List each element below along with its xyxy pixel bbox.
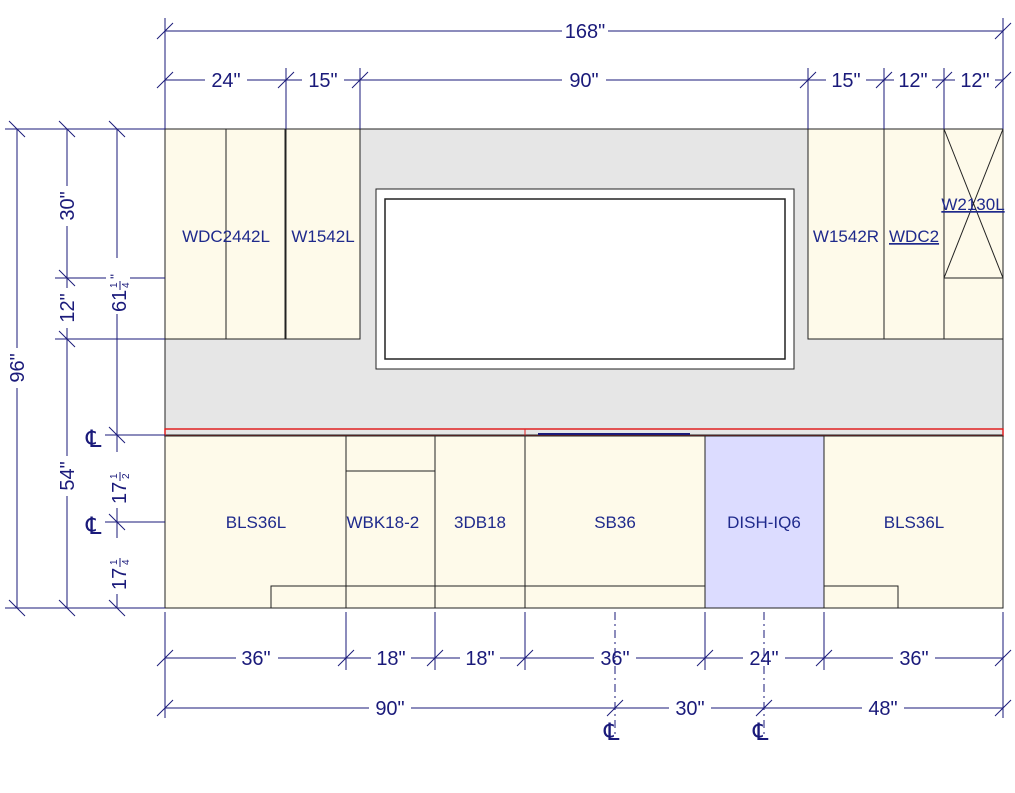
tick-mark [108, 599, 126, 617]
label-base-dish-iq6: DISH-IQ6 [727, 513, 801, 532]
label-bg [369, 698, 411, 720]
fraction-numerator: 1 [109, 282, 120, 288]
label-bg [56, 456, 78, 496]
label-base-3wbk18: 3WBK18-2 [337, 513, 419, 532]
label-base-3db18: 3DB18 [454, 513, 506, 532]
tick-mark [108, 120, 126, 138]
bottom-segment-ext-lines [156, 612, 1012, 718]
dim-top-seg-5: 12" [898, 70, 927, 92]
dim-top-seg-1: 24" [211, 70, 240, 92]
dim-fraction-low: 17 1 4 [109, 558, 132, 590]
label-base-sb36: SB36 [594, 513, 636, 532]
dim-overall-width: 168" [565, 21, 605, 43]
dishwasher [704, 435, 825, 609]
tick-mark [58, 599, 76, 617]
base-cabinet-3wbk18 [345, 435, 436, 609]
tick-mark [8, 120, 26, 138]
label-bg [955, 70, 995, 92]
dim-left-upper: 30" [57, 191, 79, 220]
svg-text:": " [107, 274, 123, 279]
fraction-numerator: 1 [109, 473, 120, 479]
open-shelf-cross [943, 128, 1004, 279]
centerline-symbol-drawer: ℄ [85, 513, 102, 540]
base-cabinet-sb36 [524, 435, 706, 609]
fraction-denominator: 2 [121, 473, 132, 479]
tick-mark [994, 22, 1012, 40]
fraction-whole: 17 [109, 482, 131, 504]
fraction-denominator: 4 [121, 559, 132, 565]
label-bg [826, 70, 866, 92]
dim-fraction-upper: 61 1 4 " [107, 274, 132, 312]
tick-mark [8, 599, 26, 617]
label-bg [862, 698, 904, 720]
dim-top-seg-6: 12" [960, 70, 989, 92]
label-base-bls36l-left: BLS36L [226, 513, 287, 532]
tick-mark [994, 699, 1012, 717]
dim-bottom-seg-3: 18" [465, 648, 494, 670]
label-bg [669, 698, 711, 720]
fraction-numerator: 1 [109, 559, 120, 565]
dim-bottom-total-1: 90" [375, 698, 404, 720]
label-bg [562, 70, 606, 92]
centerline-symbol-dishwasher: ℄ [752, 719, 769, 746]
label-bg [594, 648, 636, 670]
base-cabinet-3db18 [434, 435, 526, 609]
tick-mark [58, 120, 76, 138]
upper-cabinet-wdc2442l [164, 128, 286, 340]
upper-cabinet-w1542l [285, 128, 361, 340]
label-bg [894, 70, 932, 92]
top-segment-ticks [156, 68, 1012, 129]
dim-bottom-total-3: 48" [868, 698, 897, 720]
dim-left-lower: 54" [57, 461, 79, 490]
label-bg [893, 648, 935, 670]
label-bg [743, 648, 785, 670]
dim-bottom-seg-5: 24" [749, 648, 778, 670]
upper-cabinet-w2130l [943, 128, 1004, 340]
label-bg [106, 258, 130, 314]
label-bg [236, 648, 278, 670]
base-cabinet-bls36l-left [164, 435, 347, 609]
label-bg [562, 20, 608, 42]
label-bg [302, 70, 344, 92]
label-upper-w1542l: W1542L [291, 227, 354, 246]
dim-overall-height: 96" [7, 353, 29, 382]
label-upper-wdc2442l: WDC2442L [182, 227, 270, 246]
label-base-bls36l-right: BLS36L [884, 513, 945, 532]
label-bg [6, 348, 28, 388]
toe-kick-left [270, 585, 705, 608]
tick-mark [156, 22, 174, 40]
label-bg [106, 452, 130, 508]
toe-kick-right [824, 585, 899, 608]
label-upper-w1542r: W1542R [813, 227, 879, 246]
dim-top-seg-3: 90" [569, 70, 598, 92]
dim-bottom-seg-6: 36" [899, 648, 928, 670]
label-upper-wdc2: WDC2 [889, 227, 939, 246]
window-glass [384, 198, 786, 360]
tick-mark [156, 699, 174, 717]
dim-left-mid: 12" [57, 293, 79, 322]
fraction-denominator: 4 [121, 282, 132, 288]
label-bg [56, 288, 78, 328]
dim-bottom-total-2: 30" [675, 698, 704, 720]
label-bg [371, 648, 411, 670]
label-upper-w2130l: W2130L [941, 195, 1004, 214]
label-bg [205, 70, 247, 92]
dim-bottom-seg-1: 36" [241, 648, 270, 670]
label-bg [460, 648, 500, 670]
dim-fraction-mid: 17 1 2 [109, 472, 132, 504]
centerline-symbol-sink: ℄ [603, 719, 620, 746]
fraction-whole: 17 [109, 568, 131, 590]
base-cabinet-bls36l-right [823, 435, 1004, 609]
dim-top-seg-4: 15" [831, 70, 860, 92]
dim-bottom-seg-4: 36" [600, 648, 629, 670]
dim-top-seg-2: 15" [308, 70, 337, 92]
dim-bottom-seg-2: 18" [376, 648, 405, 670]
centerline-symbol-countertop: ℄ [85, 426, 102, 453]
fraction-whole: 61 [109, 290, 131, 312]
label-bg [106, 538, 130, 594]
label-bg [56, 186, 78, 226]
